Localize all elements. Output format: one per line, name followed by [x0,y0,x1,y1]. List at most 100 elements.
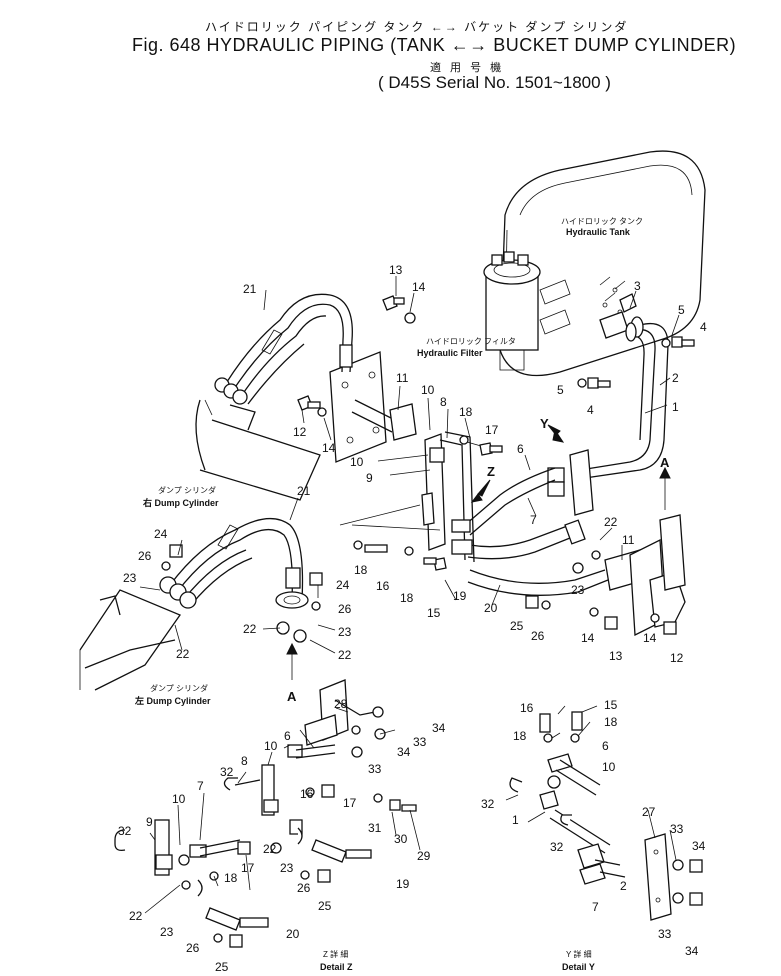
callout: 23 [571,583,585,597]
callout: 9 [366,471,373,485]
callouts-main: 13 14 3 5 4 21 2 5 4 1 12 14 10 8 18 17 … [123,263,707,665]
callout: 26 [186,941,200,955]
callout: 33 [368,762,382,776]
callout: 1 [672,400,679,414]
callout: 25 [215,960,229,974]
callout: 34 [397,745,411,759]
callout: 1 [512,813,519,827]
right-dump-cylinder [195,399,321,501]
callout: 16 [520,701,534,715]
callout: 24 [154,527,168,541]
callout: 10 [602,760,616,774]
hoses-19-20 [467,519,609,596]
callout: 22 [176,647,190,661]
japanese-title: ハイドロリック パイピング タンク ←→ バケット ダンプ シリンダ [205,20,629,34]
right-bracket-11 [604,514,686,637]
callout: 18 [604,715,618,729]
view-arrows [286,424,671,680]
callout: 21 [243,282,257,296]
callout: 25 [510,619,524,633]
callout: 2 [620,879,627,893]
figure-title: Fig. 648 HYDRAULIC PIPING (TANK ←→ BUCKE… [132,35,737,55]
callouts-detail-y: 16 15 18 18 6 10 32 1 27 33 34 32 2 7 33… [481,698,706,958]
callout: 23 [338,625,352,639]
callout: 29 [417,849,431,863]
callout: 14 [643,631,657,645]
callout: 10 [172,792,186,806]
callout: 28 [334,697,348,711]
callout: 23 [160,925,174,939]
callout: 18 [400,591,414,605]
left-dump-cylinder [79,589,181,691]
hydraulic-filter [483,251,571,371]
callout: 22 [338,648,352,662]
callout: 12 [293,425,307,439]
callout: 13 [609,649,623,663]
callout: 6 [517,442,524,456]
callout-leaders [139,276,680,914]
hoses-21-upper [214,293,353,405]
filter-label: Hydraulic Filter [417,348,483,358]
callout: 32 [550,840,564,854]
callout: 23 [280,861,294,875]
component-labels: ハイドロリック タンク Hydraulic Tank ハイドロリック フィルタ … [134,217,670,972]
callout: 3 [634,279,641,293]
callout: 33 [413,735,427,749]
pipe-clamp-bracket [464,449,594,536]
callout: 26 [297,881,311,895]
callout: 11 [396,371,409,385]
callout: 17 [485,423,499,437]
callout: 26 [338,602,352,616]
callout: 4 [700,320,707,334]
callout: 12 [670,651,684,665]
callout: 10 [421,383,435,397]
callouts-detail-z: 28 34 33 34 33 10 6 8 32 16 17 31 30 29 … [118,697,446,974]
callout: 27 [642,805,656,819]
callout: 8 [241,754,248,768]
japanese-applicable-label: 適 用 号 機 [430,62,505,74]
callout: 22 [243,622,257,636]
callout: 34 [692,839,706,853]
callout: 33 [670,822,684,836]
center-bracket-pipes [421,431,475,563]
view-a-marker-bottom: A [287,689,297,704]
right-cylinder-label: 右 Dump Cylinder [142,497,219,508]
callout: 14 [412,280,426,294]
callout: 10 [264,739,278,753]
callout: 34 [432,721,446,735]
callout: 14 [581,631,595,645]
callout: 6 [602,739,609,753]
callout: 9 [146,815,153,829]
hoses-21-lower [159,518,304,609]
callout: 7 [592,900,599,914]
filter-label-jp: ハイドロリック フィルタ [426,337,516,346]
callout: 16 [376,579,390,593]
callout: 30 [394,832,408,846]
flange-a [275,591,309,643]
callout: 13 [389,263,403,277]
left-cylinder-label: 左 Dump Cylinder [134,695,211,706]
callout: 23 [123,571,137,585]
left-cylinder-label-jp: ダンプ シリンダ [150,683,208,693]
callout: 5 [557,383,564,397]
callout: 7 [530,513,537,527]
tank-label-jp: ハイドロリック タンク [561,217,643,226]
callout: 18 [354,563,368,577]
tank-label: Hydraulic Tank [566,227,631,237]
callout: 33 [658,927,672,941]
callout: 32 [220,765,234,779]
callout: 6 [284,729,291,743]
callout: 20 [484,601,498,615]
callout: 22 [604,515,618,529]
view-a-marker-top: A [660,455,670,470]
right-cylinder-label-jp: ダンプ シリンダ [158,485,216,495]
callout: 26 [531,629,545,643]
callout: 18 [513,729,527,743]
bolts-upper [161,295,695,635]
detail-z-label: Detail Z [320,962,353,972]
view-z-marker: Z [487,464,495,479]
pipe-1-2 [579,316,669,479]
serial-range: ( D45S Serial No. 1501~1800 ) [378,73,611,92]
detail-y-drawing [509,711,703,921]
